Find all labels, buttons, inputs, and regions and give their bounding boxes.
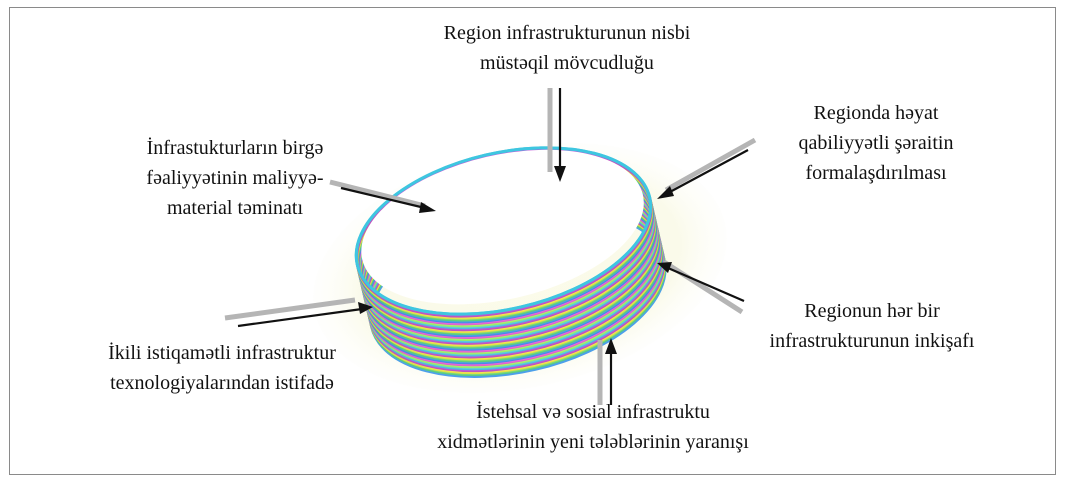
label-top-right-line3: formalaşdırılması bbox=[805, 162, 947, 184]
label-top-left-line2: fəaliyyətinin maliyyə- bbox=[146, 167, 324, 189]
arrows bbox=[224, 88, 757, 405]
label-top-left-line3: material təminatı bbox=[166, 197, 304, 219]
label-right-line2: infrastrukturunun inkişafı bbox=[769, 330, 975, 352]
label-left-line1: İkili istiqamətli infrastruktur bbox=[108, 342, 336, 364]
ring-rim bbox=[354, 146, 653, 316]
diagram-frame bbox=[9, 7, 1056, 475]
label-left: İkili istiqamətli infrastruktur texnolog… bbox=[72, 338, 372, 398]
label-bottom: İstehsal və sosial infrastruktu xidmətlə… bbox=[388, 397, 798, 457]
label-top-right-line2: qabiliyyətli şəraitin bbox=[798, 132, 954, 154]
striped-ring bbox=[354, 146, 667, 378]
arrow-top-left bbox=[329, 179, 436, 213]
label-top-line1: Region infrastrukturunun nisbi bbox=[443, 22, 691, 44]
label-left-line2: texnologiyalarından istifadə bbox=[110, 372, 334, 394]
arrow-bottom bbox=[597, 338, 617, 405]
arrow-top-right bbox=[657, 137, 757, 199]
label-top-right: Regionda həyat qabiliyyətli şəraitin for… bbox=[766, 98, 986, 188]
ring-opening bbox=[361, 149, 644, 305]
label-top-left-line1: İnfrastukturların birgə bbox=[146, 137, 324, 159]
label-top-right-line1: Regionda həyat bbox=[813, 102, 939, 124]
arrow-left bbox=[224, 297, 373, 328]
label-top: Region infrastrukturunun nisbi müstəqil … bbox=[402, 18, 732, 78]
label-bottom-line2: xidmətlərinin yeni tələblərinin yaranışı bbox=[437, 431, 749, 453]
label-top-left: İnfrastukturların birgə fəaliyyətinin ma… bbox=[90, 133, 380, 223]
label-right: Regionun hər bir infrastrukturunun inkiş… bbox=[742, 296, 1002, 356]
label-top-line2: müstəqil mövcudluğu bbox=[480, 52, 654, 74]
arrow-top bbox=[547, 88, 566, 182]
arrow-right bbox=[657, 259, 745, 315]
label-bottom-line1: İstehsal və sosial infrastruktu bbox=[476, 401, 710, 423]
label-right-line1: Regionun hər bir bbox=[804, 300, 940, 322]
